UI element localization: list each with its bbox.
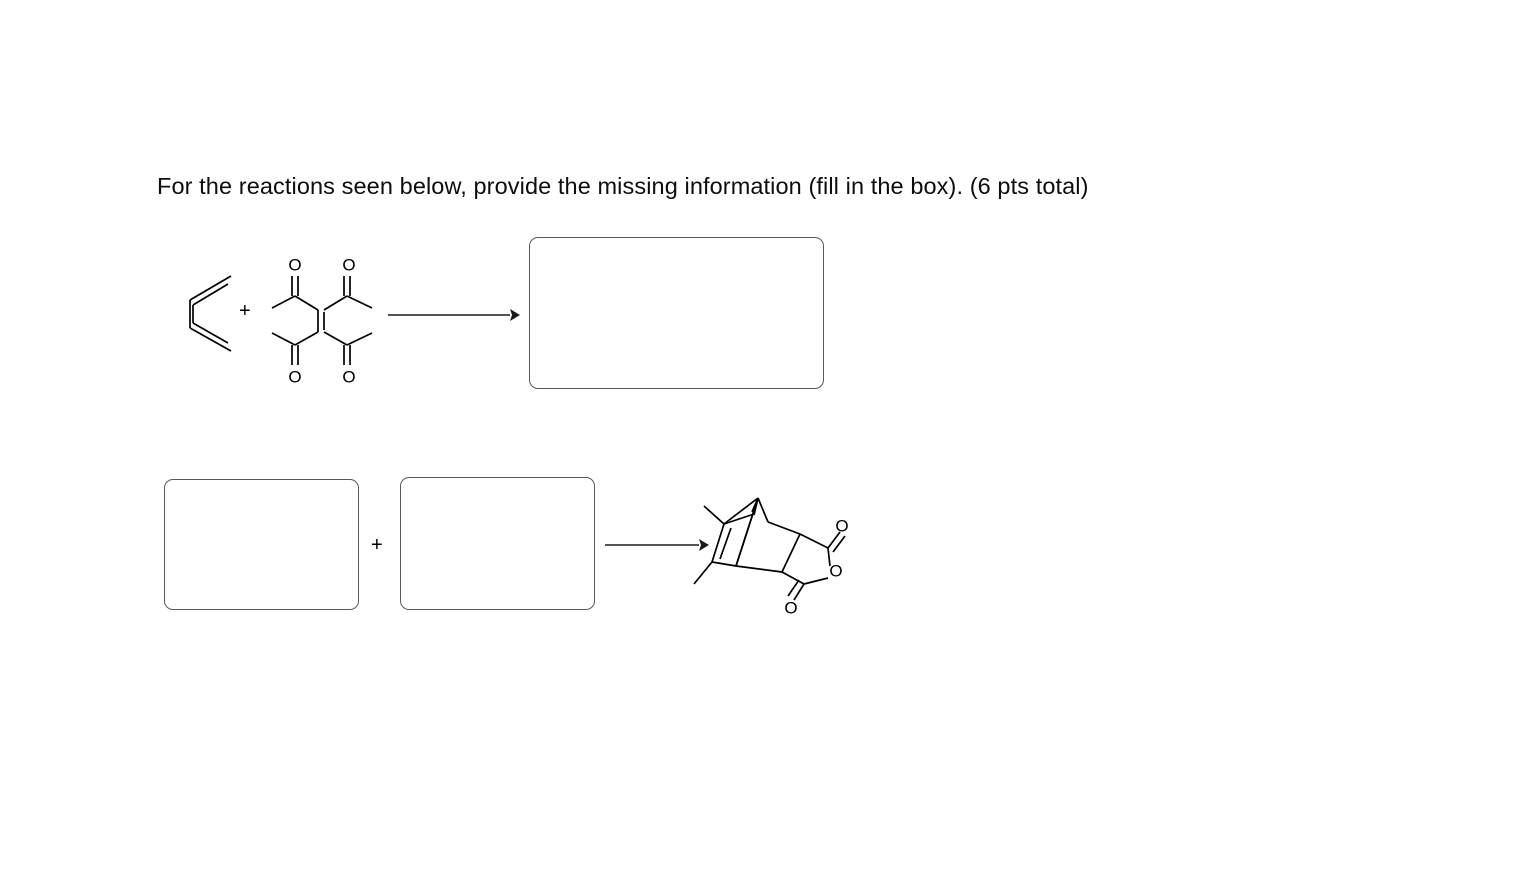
butadiene-skeleton [189, 275, 232, 352]
structure-bicyclic-anhydride-adduct: O O O [692, 492, 870, 620]
answer-box-reaction-2-reactant-1[interactable] [164, 479, 359, 610]
oxygen-label-ring: O [829, 561, 842, 580]
structure-butadiene [176, 272, 240, 354]
structure-tetraacetylethylene: O O O O [262, 244, 396, 394]
reaction-arrow-1 [388, 300, 520, 330]
tetraacetylethylene-skeleton: O O O O [271, 255, 373, 386]
oxygen-label-top-right: O [342, 255, 355, 274]
page-title: For the reactions seen below, provide th… [157, 173, 1089, 199]
oxygen-label-bottom-right: O [342, 367, 355, 386]
arrow-right-icon [605, 539, 709, 551]
arrow-right-icon [388, 309, 520, 321]
oxygen-label-bottom-left: O [288, 367, 301, 386]
reaction-arrow-2 [605, 530, 709, 560]
plus-operator-reaction-1: + [239, 300, 251, 322]
plus-operator-reaction-2: + [371, 534, 383, 556]
oxygen-label-carbonyl-bottom: O [784, 598, 797, 617]
adduct-skeleton: O O O [693, 497, 849, 617]
answer-box-reaction-1-product[interactable] [529, 237, 824, 389]
answer-box-reaction-2-reactant-2[interactable] [400, 477, 595, 610]
oxygen-label-carbonyl-top: O [835, 516, 848, 535]
oxygen-label-top-left: O [288, 255, 301, 274]
